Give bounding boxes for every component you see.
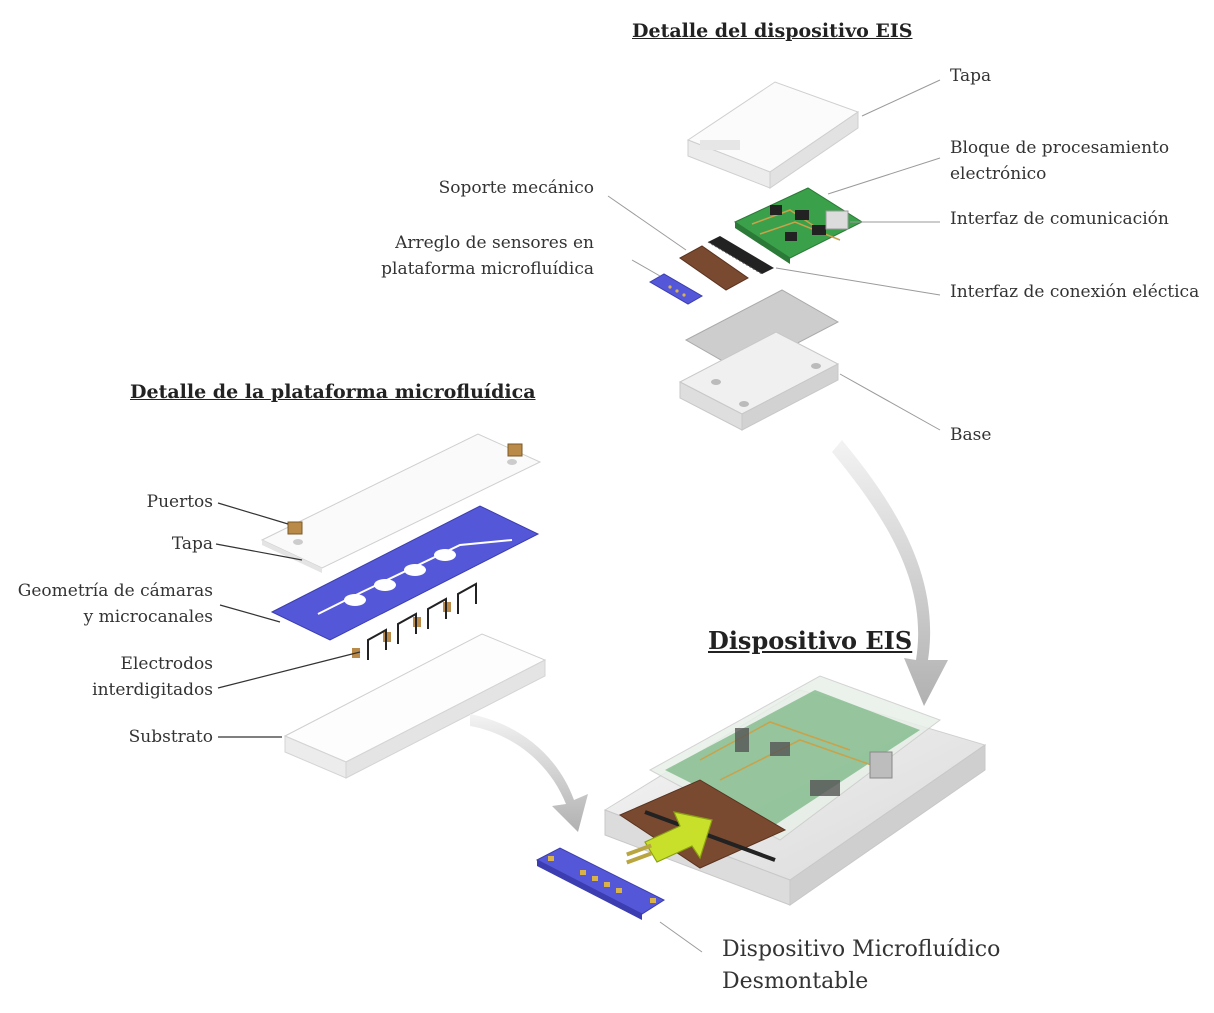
label-micro-geometria: Geometría de cámaras y microcanales	[17, 581, 213, 627]
micro-port-left	[287, 521, 303, 535]
eis-base-part	[678, 289, 840, 431]
eis-mechanical-support-part	[679, 245, 749, 291]
micro-port-right	[507, 443, 523, 457]
label-eis-interfaz-conexion: Interfaz de conexión eléctica	[950, 282, 1200, 302]
label-eis-tapa: Tapa	[950, 66, 992, 86]
label-eis-base: Base	[950, 425, 992, 445]
bottom-leader-line	[659, 921, 703, 953]
insert-arrow-icon	[644, 811, 713, 863]
micro-leader-lines	[215, 502, 361, 738]
label-micro-electrodos: Electrodos interdigitados	[92, 654, 213, 700]
eis-lid-part	[686, 81, 860, 189]
curved-arrow-right-icon	[832, 440, 948, 706]
eis-pcb-part	[733, 187, 864, 264]
label-removable-microfluidic-device: Dispositivo Microfluídico Desmontable	[722, 937, 1001, 994]
label-eis-soporte: Soporte mecánico	[438, 178, 594, 198]
eis-sensor-array-chip	[648, 273, 704, 305]
heading-eis-detail: Detalle del dispositivo EIS	[632, 20, 913, 42]
micro-lid-layer	[260, 433, 542, 573]
label-micro-tapa: Tapa	[171, 534, 213, 554]
heading-microfluidic-detail: Detalle de la plataforma microfluídica	[130, 381, 536, 403]
label-micro-substrato: Substrato	[128, 727, 213, 747]
label-eis-bloque: Bloque de procesamiento electrónico	[950, 138, 1170, 184]
label-eis-arreglo: Arreglo de sensores en plataforma microf…	[381, 233, 594, 279]
assembled-eis-device	[603, 675, 987, 906]
removable-microfluidic-chip	[535, 847, 666, 920]
heading-eis-device: Dispositivo EIS	[708, 626, 913, 655]
micro-channel-layer	[270, 505, 540, 641]
chip-connector-tabs	[626, 843, 652, 865]
label-eis-interfaz-comunicacion: Interfaz de comunicación	[950, 209, 1169, 229]
curved-arrow-bottom-icon	[470, 714, 588, 832]
eis-connector-part	[707, 236, 774, 275]
micro-substrate-layer	[283, 633, 547, 779]
eis-leader-lines	[607, 79, 941, 431]
label-micro-puertos: Puertos	[146, 492, 213, 512]
